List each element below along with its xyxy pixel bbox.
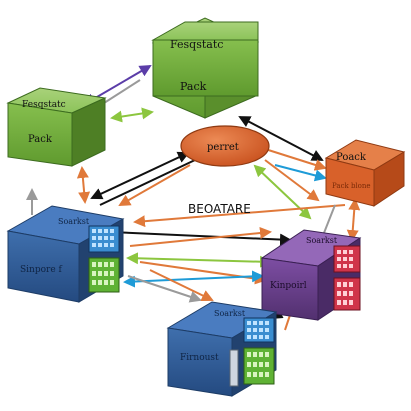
arrow-orange-ellipse-left: [118, 164, 191, 206]
left-server[interactable]: Soarkst Sinpore f: [6, 205, 125, 303]
bottom-server-top-label: Soarkst: [214, 309, 246, 318]
arrow-blue-ellipse-right: [274, 164, 327, 182]
arrow-black-top-right: [238, 116, 324, 161]
top-green-box[interactable]: Fesqstatc Pack: [151, 17, 260, 119]
arrow-orange-leftbox-down: [76, 166, 91, 204]
bottom-server[interactable]: Soarkst Firnoust: [166, 301, 278, 397]
bottom-server-blue-panel: [243, 317, 275, 343]
left-green-box[interactable]: Fesqstatc Pack: [6, 87, 107, 167]
center-label: BEOATARE: [188, 202, 251, 216]
arrow-black-ellipse-left-1: [90, 151, 190, 200]
top-box-top-label: Fesqstatc: [170, 38, 223, 51]
left-box-top-label: Fesqstatc: [22, 100, 66, 110]
bottom-server-side-rack: [229, 349, 239, 387]
arrow-green-mid: [126, 252, 272, 268]
arrow-orange-right-vert: [346, 198, 361, 242]
center-ellipse-label: perret: [207, 142, 239, 153]
left-box-front-label: Pack: [28, 134, 53, 145]
right-server-red-panel-bottom: [333, 277, 361, 311]
right-box-sub-label: Pack blone: [332, 182, 371, 190]
arrow-orange-down: [149, 269, 214, 302]
arrow-orange-ellipse-right: [261, 147, 327, 171]
arrow-blue-mid: [123, 270, 264, 288]
right-server-front-label: Kinpoirl: [270, 281, 307, 291]
arrow-orange-right-left: [133, 204, 346, 228]
top-box-front-label: Pack: [180, 80, 207, 93]
right-server[interactable]: Soarkst Kinpoirl: [260, 229, 362, 321]
right-server-red-panel-top: [333, 245, 361, 273]
right-box-front-label: Poack: [336, 152, 367, 163]
arrow-gray-mid: [127, 275, 202, 303]
left-server-green-panel: [88, 257, 120, 293]
center-ellipse-node[interactable]: perret: [180, 125, 270, 167]
left-server-front-label: Sinpore f: [20, 265, 63, 275]
left-server-top-label: Soarkst: [58, 217, 90, 226]
bottom-server-front-label: Firnoust: [180, 353, 219, 363]
left-server-blue-panel: [88, 225, 120, 253]
bottom-server-green-panel: [243, 347, 275, 385]
right-server-top-label: Soarkst: [306, 236, 338, 245]
right-orange-box[interactable]: Poack Pack blone: [324, 139, 406, 207]
arrow-orange-mid: [129, 227, 272, 247]
arrow-orange-ellipse-right-2: [264, 159, 320, 202]
arrow-black-ellipse-left-2: [99, 159, 196, 206]
arrow-green-top-left: [110, 107, 154, 123]
